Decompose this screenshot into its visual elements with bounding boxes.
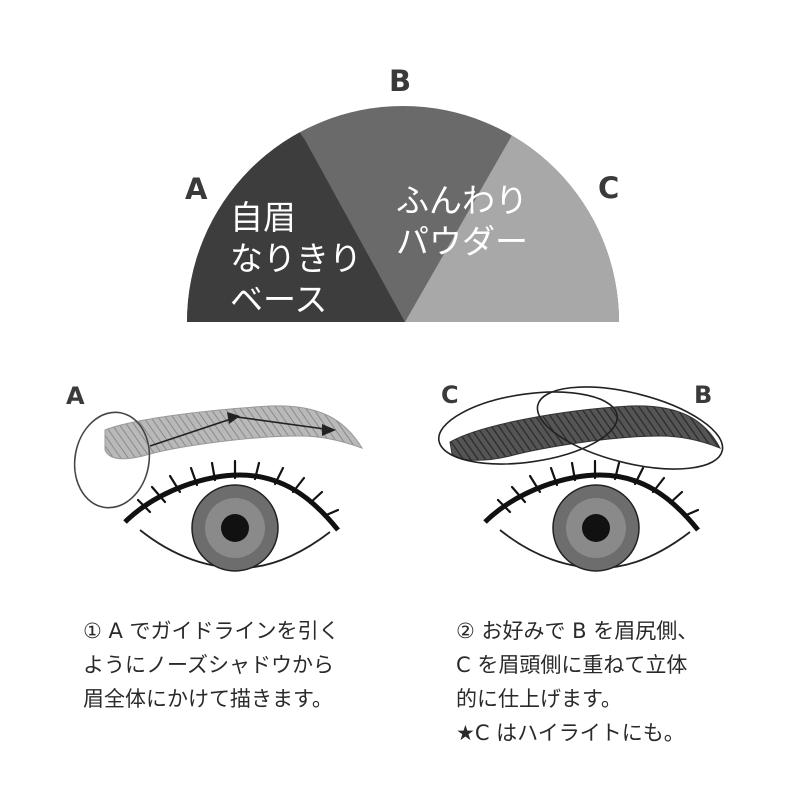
- step1-caption-line-3: 眉全体にかけて描きます。: [83, 687, 333, 711]
- step2-letter-b: B: [694, 381, 713, 409]
- arrow-head-1: [227, 412, 240, 424]
- step2-caption: ② お好みで B を眉尻側、 C を眉頭側に重ねて立体 的に仕上げます。 ★C …: [456, 614, 698, 750]
- step1-caption: ① A でガイドラインを引く ようにノーズシャドウから 眉全体にかけて描きます。: [83, 614, 340, 716]
- step2-caption-line-3: 的に仕上げます。: [456, 687, 622, 711]
- step2-letter-c: C: [441, 381, 459, 409]
- segment-a-letter: A: [185, 172, 208, 206]
- segment-c-letter: C: [598, 171, 620, 205]
- step1-letter-a: A: [66, 382, 85, 410]
- eye: [483, 459, 700, 572]
- arrow-head-2: [322, 424, 336, 436]
- step2-caption-line-4: ★C はハイライトにも。: [456, 721, 685, 745]
- tail-b-area: [536, 386, 724, 470]
- eye: [123, 459, 340, 572]
- palette-fan-graphic: [187, 106, 619, 322]
- segment-b-letter: B: [389, 64, 412, 98]
- step1-caption-line-2: ようにノーズシャドウから: [83, 653, 334, 677]
- eyebrow-shape: [449, 405, 722, 461]
- nose-shadow-guide: [73, 411, 151, 509]
- step1-caption-line-1: ① A でガイドラインを引く: [83, 619, 340, 643]
- step2-caption-line-2: C を眉頭側に重ねて立体: [456, 653, 688, 677]
- step1-eye-diagram: [73, 405, 364, 572]
- highlight-c-area: [437, 391, 619, 465]
- step2-eye-diagram: [437, 386, 724, 572]
- step2-caption-line-1: ② お好みで B を眉尻側、: [456, 619, 699, 643]
- segment-a-label: 自眉 なりきり ベース: [230, 198, 362, 319]
- segment-c-label: ふんわり パウダー: [396, 181, 528, 261]
